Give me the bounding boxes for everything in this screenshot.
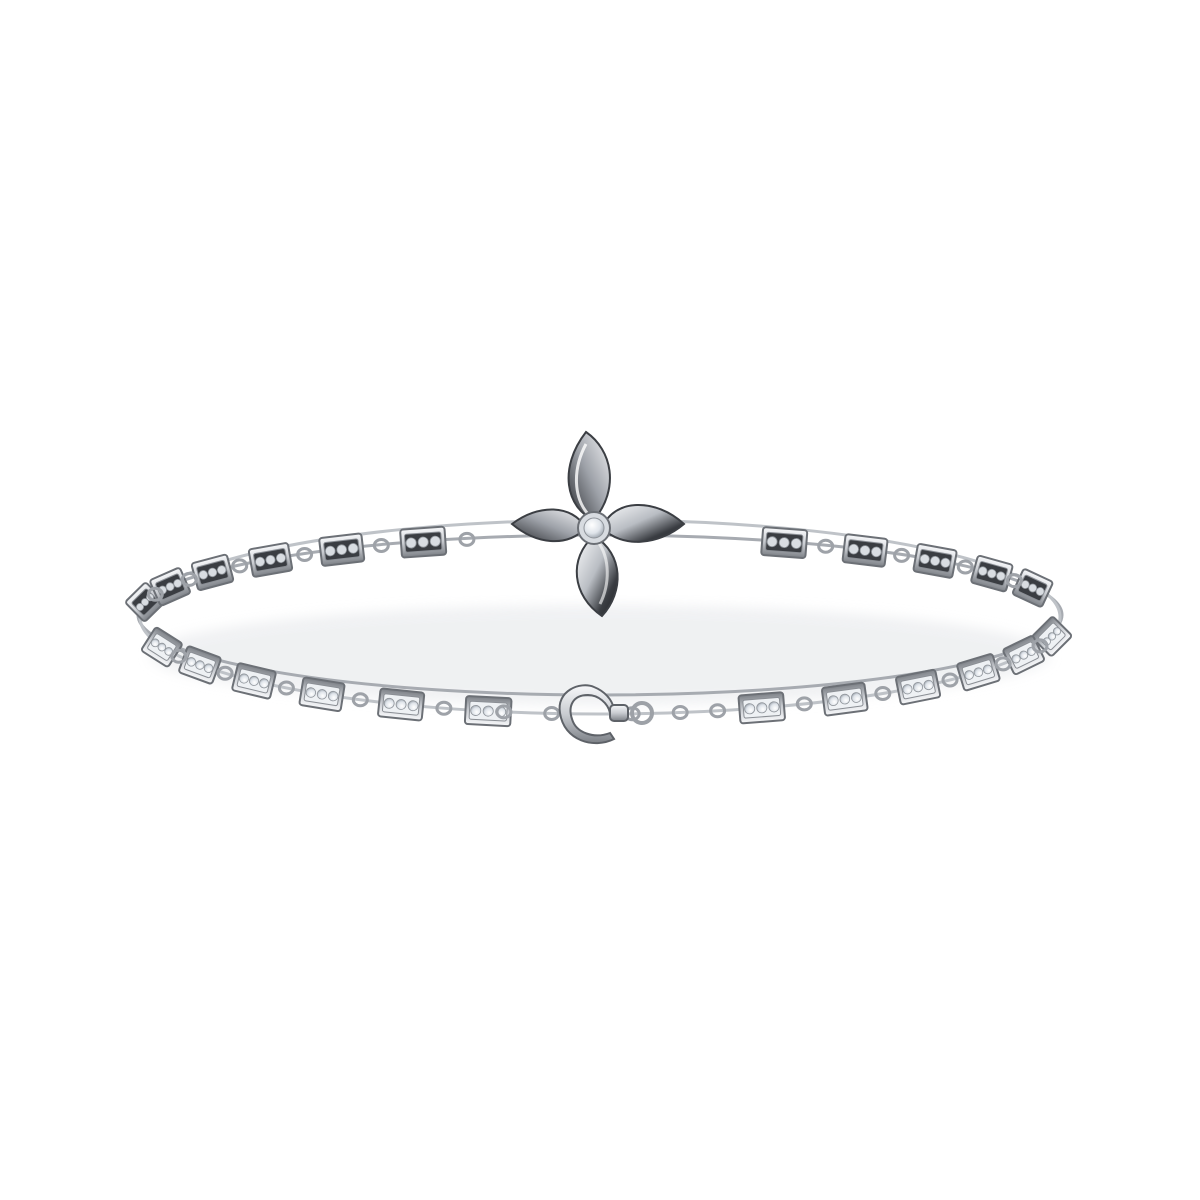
- box-link: [956, 653, 1001, 692]
- jump-ring: [893, 547, 911, 563]
- jump-ring: [671, 705, 689, 720]
- jump-ring: [543, 706, 561, 721]
- jump-ring: [435, 700, 453, 716]
- jump-ring: [458, 531, 476, 547]
- reflection-shadow: [150, 605, 1050, 705]
- box-link: [178, 645, 222, 685]
- jump-ring: [146, 586, 164, 602]
- lobster-clasp-icon: [558, 684, 654, 745]
- jump-ring: [231, 558, 249, 574]
- jump-ring: [709, 703, 727, 719]
- jump-ring: [277, 680, 295, 696]
- jump-ring: [296, 547, 314, 562]
- jump-ring: [817, 538, 835, 554]
- box-link: [190, 553, 235, 591]
- box-link: [399, 525, 448, 559]
- flower-charm-icon: [510, 430, 686, 618]
- jump-ring: [941, 672, 959, 688]
- box-link: [895, 668, 942, 706]
- jump-ring: [994, 656, 1012, 672]
- jump-ring: [956, 559, 974, 575]
- box-link: [318, 532, 366, 567]
- box-link: [760, 526, 809, 560]
- jump-ring: [216, 665, 234, 681]
- box-link: [737, 691, 786, 725]
- bracelet-links: [125, 525, 1073, 728]
- box-link: [377, 687, 426, 722]
- jump-ring: [874, 686, 892, 701]
- box-link: [231, 662, 277, 700]
- jump-ring: [372, 538, 390, 553]
- jump-ring: [795, 696, 813, 712]
- box-link: [841, 533, 889, 568]
- box-link: [821, 681, 869, 717]
- box-link: [247, 542, 294, 578]
- box-link: [970, 554, 1014, 593]
- chain-rings: [146, 531, 1049, 722]
- box-link: [912, 543, 958, 579]
- jump-ring: [495, 704, 513, 720]
- box-link: [298, 676, 346, 712]
- jump-ring: [1005, 573, 1023, 589]
- box-link: [463, 695, 513, 728]
- jump-ring: [180, 571, 198, 587]
- jump-ring: [170, 648, 188, 664]
- jump-ring: [1031, 638, 1049, 654]
- jump-ring: [351, 692, 369, 708]
